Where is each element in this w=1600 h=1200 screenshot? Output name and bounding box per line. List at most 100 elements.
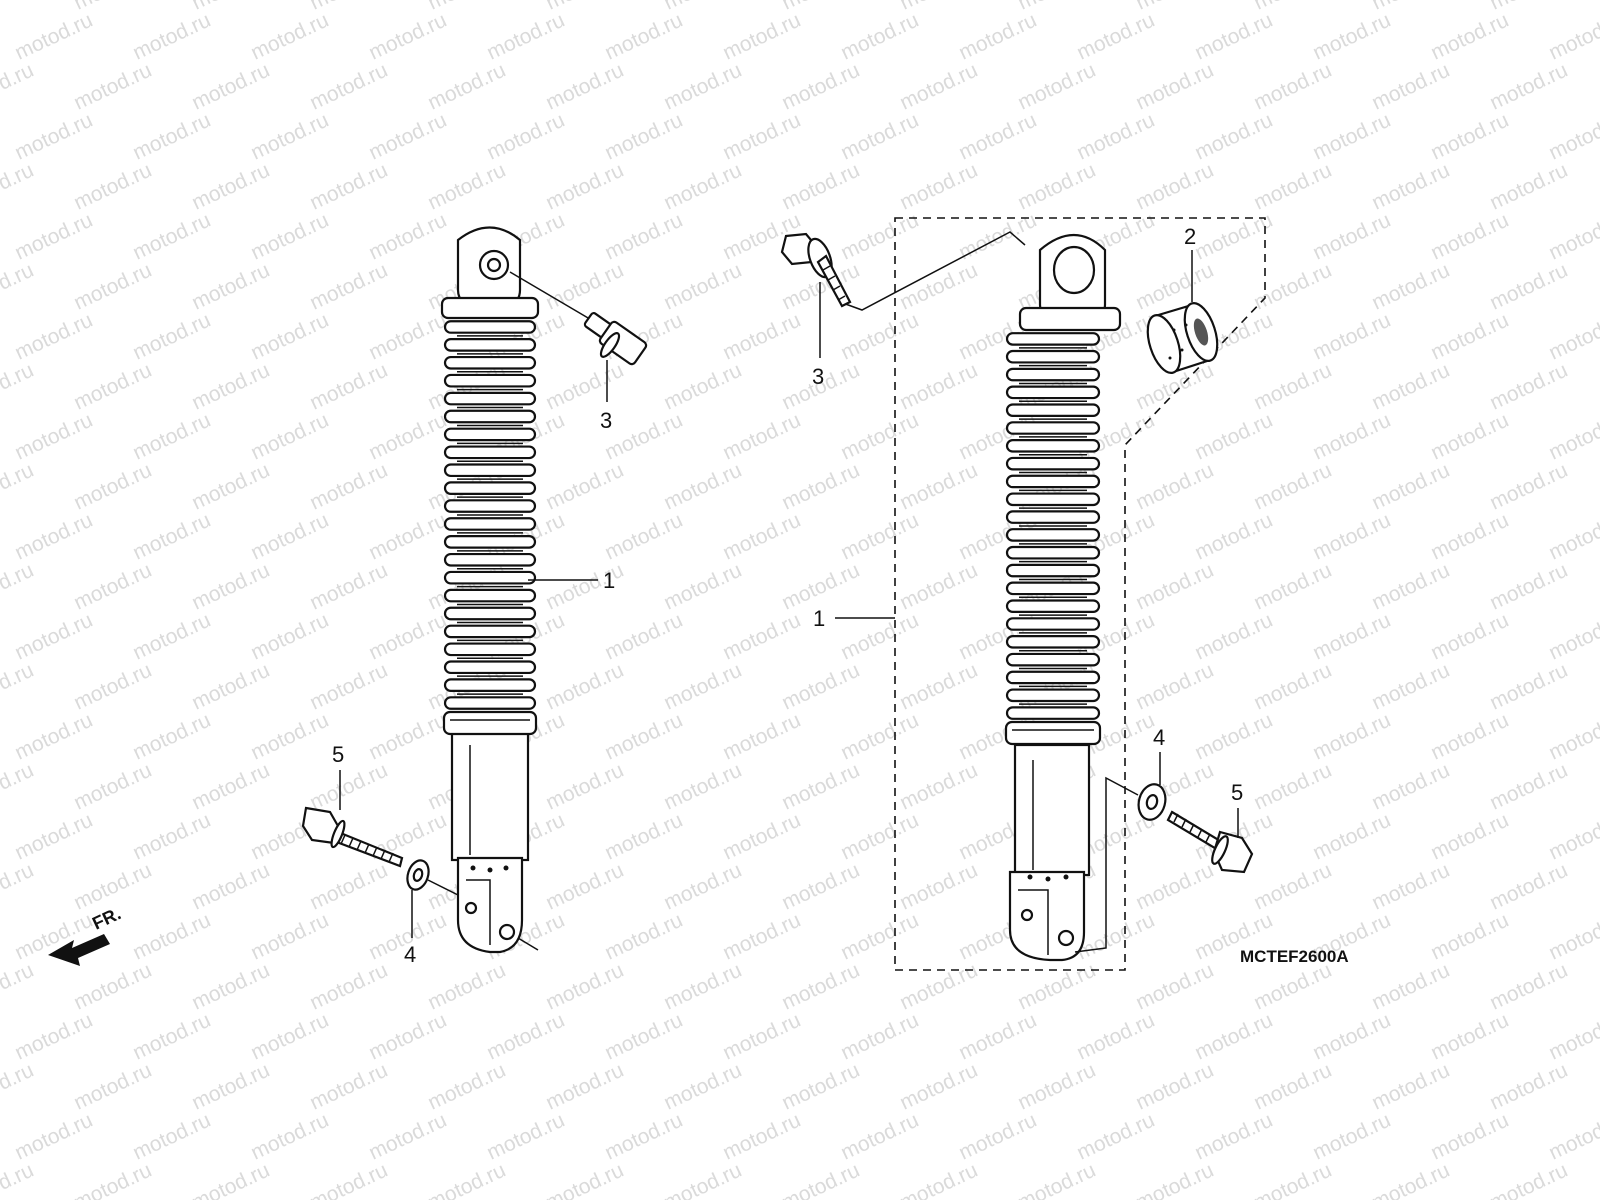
watermark-text: motod.ru (778, 959, 863, 1015)
spring-coil (443, 427, 537, 442)
watermark-text: motod.ru (306, 659, 391, 715)
watermark-text: motod.ru (660, 959, 745, 1015)
watermark-text: motod.ru (896, 159, 981, 215)
watermark-text: motod.ru (660, 459, 745, 515)
watermark-text: motod.ru (1486, 259, 1571, 315)
spring-coil (443, 552, 537, 567)
spring-coil (1005, 563, 1101, 578)
watermark-text: motod.ru (660, 559, 745, 615)
watermark-text: motod.ru (837, 1109, 922, 1165)
watermark-text: motod.ru (129, 1109, 214, 1165)
watermark-text: motod.ru (129, 109, 214, 165)
watermark-text: motod.ru (11, 609, 96, 665)
watermark-text: motod.ru (306, 59, 391, 115)
watermark-text: motod.ru (365, 509, 450, 565)
watermark-text: motod.ru (188, 59, 273, 115)
watermark-text: motod.ru (896, 359, 981, 415)
watermark-text: motod.ru (365, 409, 450, 465)
watermark-text: motod.ru (247, 1109, 332, 1165)
watermark-text: motod.ru (247, 609, 332, 665)
watermark-text: motod.ru (542, 859, 627, 915)
watermark-text: motod.ru (11, 1009, 96, 1065)
right-top-bolt (780, 232, 852, 308)
watermark-text: motod.ru (365, 1109, 450, 1165)
watermark-text: motod.ru (11, 9, 96, 65)
right-coil-spring (1005, 332, 1101, 723)
watermark-text: motod.ru (306, 159, 391, 215)
watermark-text: motod.ru (1132, 1059, 1217, 1115)
watermark-text: motod.ru (1545, 409, 1600, 465)
spring-coil (443, 517, 537, 531)
watermark-text: motod.ru (1368, 459, 1453, 515)
watermark-text: motod.ru (660, 1059, 745, 1115)
watermark-text: motod.ru (0, 1159, 37, 1200)
watermark-text: motod.ru (129, 809, 214, 865)
watermark-text: motod.ru (70, 759, 155, 815)
spring-coil (1005, 474, 1101, 489)
watermark-text: motod.ru (1368, 359, 1453, 415)
watermark-text: motod.ru (1427, 9, 1512, 65)
watermark-text: motod.ru (1191, 609, 1276, 665)
callout-right-bolt-bottom: 5 (1231, 780, 1243, 805)
watermark-text: motod.ru (660, 659, 745, 715)
watermark-text: motod.ru (70, 1059, 155, 1115)
watermark-text: motod.ru (1427, 109, 1512, 165)
watermark-text: motod.ru (660, 59, 745, 115)
watermark-text: motod.ru (542, 159, 627, 215)
spring-coil (443, 373, 537, 388)
watermark-text: motod.ru (896, 559, 981, 615)
watermark-text: motod.ru (1191, 1109, 1276, 1165)
left-shock-assembly (301, 226, 648, 954)
watermark-text: motod.ru (1486, 459, 1571, 515)
watermark-text: motod.ru (601, 609, 686, 665)
watermark-text: motod.ru (247, 209, 332, 265)
watermark-text: motod.ru (1545, 109, 1600, 165)
watermark-text: motod.ru (542, 659, 627, 715)
left-bottom-bolt (301, 806, 404, 868)
watermark-text: motod.ru (660, 359, 745, 415)
watermark-text: motod.ru (1250, 659, 1335, 715)
watermark-text: motod.ru (837, 409, 922, 465)
watermark-text: motod.ru (896, 859, 981, 915)
watermark-text: motod.ru (1014, 959, 1099, 1015)
watermark-text: motod.ru (247, 109, 332, 165)
watermark-text: motod.ru (955, 1109, 1040, 1165)
watermark-text: motod.ru (306, 959, 391, 1015)
watermark-text: motod.ru (1309, 109, 1394, 165)
spring-coil (1005, 706, 1101, 720)
watermark-text: motod.ru (306, 459, 391, 515)
spring-coil (443, 678, 537, 692)
watermark-text: motod.ru (719, 1009, 804, 1065)
spring-coil (443, 499, 537, 513)
watermark-text: motod.ru (0, 159, 37, 215)
watermark-text: motod.ru (837, 709, 922, 765)
watermark-text: motod.ru (601, 109, 686, 165)
watermark-text: motod.ru (0, 59, 37, 115)
watermark-text: motod.ru (660, 759, 745, 815)
watermark-text: motod.ru (719, 109, 804, 165)
watermark-text: motod.ru (1309, 9, 1394, 65)
watermark-text: motod.ru (188, 459, 273, 515)
watermark-text: motod.ru (306, 559, 391, 615)
watermark-text: motod.ru (365, 609, 450, 665)
watermark-text: motod.ru (1427, 809, 1512, 865)
watermark-text: motod.ru (896, 959, 981, 1015)
watermark-text: motod.ru (719, 309, 804, 365)
watermark-text: motod.ru (1545, 9, 1600, 65)
spring-coil (1005, 581, 1101, 596)
watermark-text: motod.ru (1545, 309, 1600, 365)
watermark-text: motod.ru (837, 309, 922, 365)
watermark-text: motod.ru (424, 59, 509, 115)
watermark-text: motod.ru (1368, 559, 1453, 615)
watermark-text: motod.ru (1250, 859, 1335, 915)
watermark-text: motod.ru (1545, 809, 1600, 865)
watermark-text: motod.ru (1132, 259, 1217, 315)
watermark-text: motod.ru (1545, 509, 1600, 565)
watermark-text: motod.ru (1368, 1159, 1453, 1200)
watermark-text: motod.ru (1250, 259, 1335, 315)
watermark-text: motod.ru (247, 9, 332, 65)
watermark-text: motod.ru (1486, 659, 1571, 715)
watermark-text: motod.ru (70, 159, 155, 215)
